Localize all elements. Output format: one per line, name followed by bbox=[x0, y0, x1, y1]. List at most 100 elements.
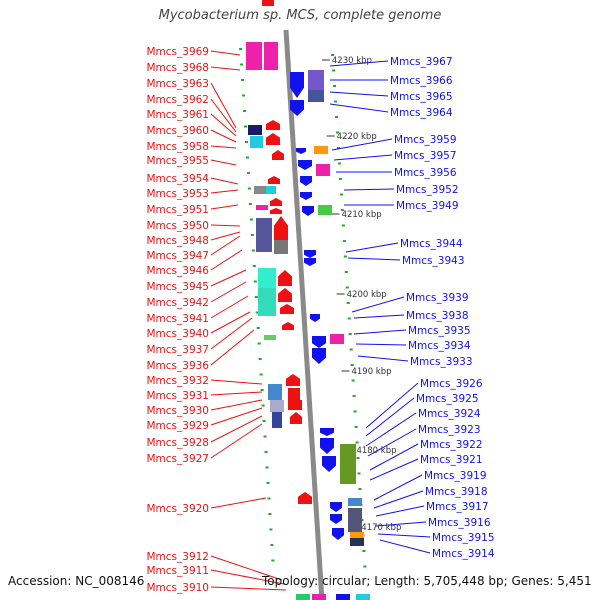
right-gene-block bbox=[348, 498, 362, 506]
left-gene-label: Mmcs_3941 bbox=[146, 313, 209, 325]
right-gene-arrow bbox=[300, 192, 312, 200]
left-track-tick bbox=[239, 48, 243, 50]
right-leader-line bbox=[351, 296, 405, 313]
left-leader-line bbox=[210, 311, 251, 334]
right-gene-label: Mmcs_3956 bbox=[394, 167, 457, 179]
left-leader-line bbox=[210, 50, 241, 56]
leader-layer bbox=[210, 50, 431, 591]
left-track-tick bbox=[251, 249, 255, 252]
right-gene-label: Mmcs_3939 bbox=[406, 292, 469, 304]
right-track-tick bbox=[349, 348, 353, 351]
kbp-label: 4210 kbp bbox=[342, 210, 382, 220]
left-gene-block bbox=[256, 205, 268, 210]
left-track-tick bbox=[267, 497, 271, 500]
right-track-tick bbox=[347, 317, 351, 320]
left-leader-line bbox=[210, 82, 237, 129]
right-gene-arrow bbox=[332, 528, 344, 540]
left-leader-line bbox=[210, 204, 239, 210]
left-gene-block bbox=[268, 384, 282, 400]
right-gene-block bbox=[356, 594, 370, 600]
left-track-tick bbox=[244, 125, 248, 128]
right-gene-label: Mmcs_3967 bbox=[390, 56, 453, 68]
right-gene-block bbox=[314, 146, 328, 154]
right-leader-line bbox=[353, 329, 407, 335]
right-track-tick bbox=[335, 116, 339, 118]
right-track-tick bbox=[352, 395, 356, 397]
left-track-tick bbox=[249, 218, 253, 221]
left-leader-line bbox=[210, 159, 237, 166]
left-track-tick bbox=[263, 435, 267, 438]
right-gene-label: Mmcs_3965 bbox=[390, 91, 453, 103]
left-gene-arrow bbox=[266, 120, 280, 130]
left-track-tick bbox=[271, 559, 275, 562]
left-gene-arrow bbox=[270, 208, 282, 214]
left-leader-line bbox=[210, 113, 237, 137]
left-track-tick bbox=[243, 110, 247, 112]
right-track-tick bbox=[348, 333, 352, 335]
right-gene-label: Mmcs_3938 bbox=[406, 310, 469, 322]
left-track-tick bbox=[258, 358, 262, 360]
right-gene-label: Mmcs_3966 bbox=[390, 75, 453, 87]
right-track-tick bbox=[339, 193, 343, 196]
left-gene-block bbox=[250, 136, 263, 148]
left-gene-label: Mmcs_3929 bbox=[146, 420, 209, 432]
right-gene-label: Mmcs_3919 bbox=[424, 470, 487, 482]
right-gene-label: Mmcs_3917 bbox=[426, 501, 489, 513]
left-track-tick bbox=[241, 79, 245, 81]
left-gene-label: Mmcs_3912 bbox=[146, 551, 209, 563]
kbp-label: 4170 kbp bbox=[361, 523, 401, 533]
right-gene-label: Mmcs_3915 bbox=[432, 532, 495, 544]
left-track-tick bbox=[246, 172, 250, 174]
right-gene-label: Mmcs_3952 bbox=[396, 184, 459, 196]
left-leader-line bbox=[210, 391, 263, 396]
left-gene-block bbox=[296, 594, 310, 600]
left-gene-label: Mmcs_3945 bbox=[146, 281, 209, 293]
right-gene-arrow bbox=[296, 148, 306, 154]
left-track-tick bbox=[269, 528, 273, 531]
kbp-label: 4220 kbp bbox=[337, 132, 377, 142]
right-gene-block bbox=[350, 538, 364, 546]
right-gene-label: Mmcs_3924 bbox=[418, 408, 481, 420]
right-track-tick bbox=[342, 240, 346, 242]
left-gene-label: Mmcs_3927 bbox=[146, 453, 209, 465]
right-track-tick bbox=[362, 550, 366, 552]
left-track-tick bbox=[266, 482, 270, 484]
left-gene-block bbox=[258, 268, 276, 288]
right-gene-block bbox=[350, 532, 364, 538]
right-track-tick bbox=[333, 85, 337, 87]
left-gene-block bbox=[288, 388, 300, 400]
right-track-tick bbox=[358, 488, 362, 490]
left-gene-label: Mmcs_3951 bbox=[146, 204, 209, 216]
right-gene-label: Mmcs_3949 bbox=[396, 200, 459, 212]
right-gene-label: Mmcs_3943 bbox=[402, 255, 465, 267]
left-leader-line bbox=[210, 555, 283, 581]
right-leader-line bbox=[357, 355, 409, 362]
left-leader-line bbox=[210, 295, 249, 319]
right-track-tick bbox=[337, 162, 341, 165]
kbp-label: 4200 kbp bbox=[347, 290, 387, 300]
left-leader-line bbox=[210, 129, 237, 143]
right-gene-label: Mmcs_3934 bbox=[408, 340, 471, 352]
left-gene-block bbox=[254, 186, 268, 194]
left-leader-line bbox=[210, 231, 241, 241]
right-gene-arrow bbox=[312, 336, 326, 348]
left-track-tick bbox=[262, 420, 266, 422]
right-gene-label: Mmcs_3914 bbox=[432, 548, 495, 560]
right-gene-label: Mmcs_3944 bbox=[400, 238, 463, 250]
left-gene-label: Mmcs_3950 bbox=[146, 220, 209, 232]
right-track-tick bbox=[353, 410, 357, 413]
left-leader-line bbox=[210, 177, 239, 185]
right-gene-arrow bbox=[290, 72, 304, 98]
left-track-tick bbox=[256, 327, 260, 329]
right-track-tick bbox=[341, 224, 345, 227]
right-gene-label: Mmcs_3957 bbox=[394, 150, 457, 162]
map-title: Mycobacterium sp. MCS, complete genome bbox=[158, 8, 442, 23]
left-gene-block bbox=[264, 335, 276, 340]
right-gene-arrow bbox=[322, 456, 336, 472]
right-leader-line bbox=[373, 490, 424, 509]
right-leader-line bbox=[343, 188, 395, 191]
right-track-tick bbox=[340, 209, 344, 211]
right-leader-line bbox=[345, 242, 399, 253]
left-track-tick bbox=[254, 296, 258, 298]
left-gene-label: Mmcs_3920 bbox=[146, 503, 209, 515]
